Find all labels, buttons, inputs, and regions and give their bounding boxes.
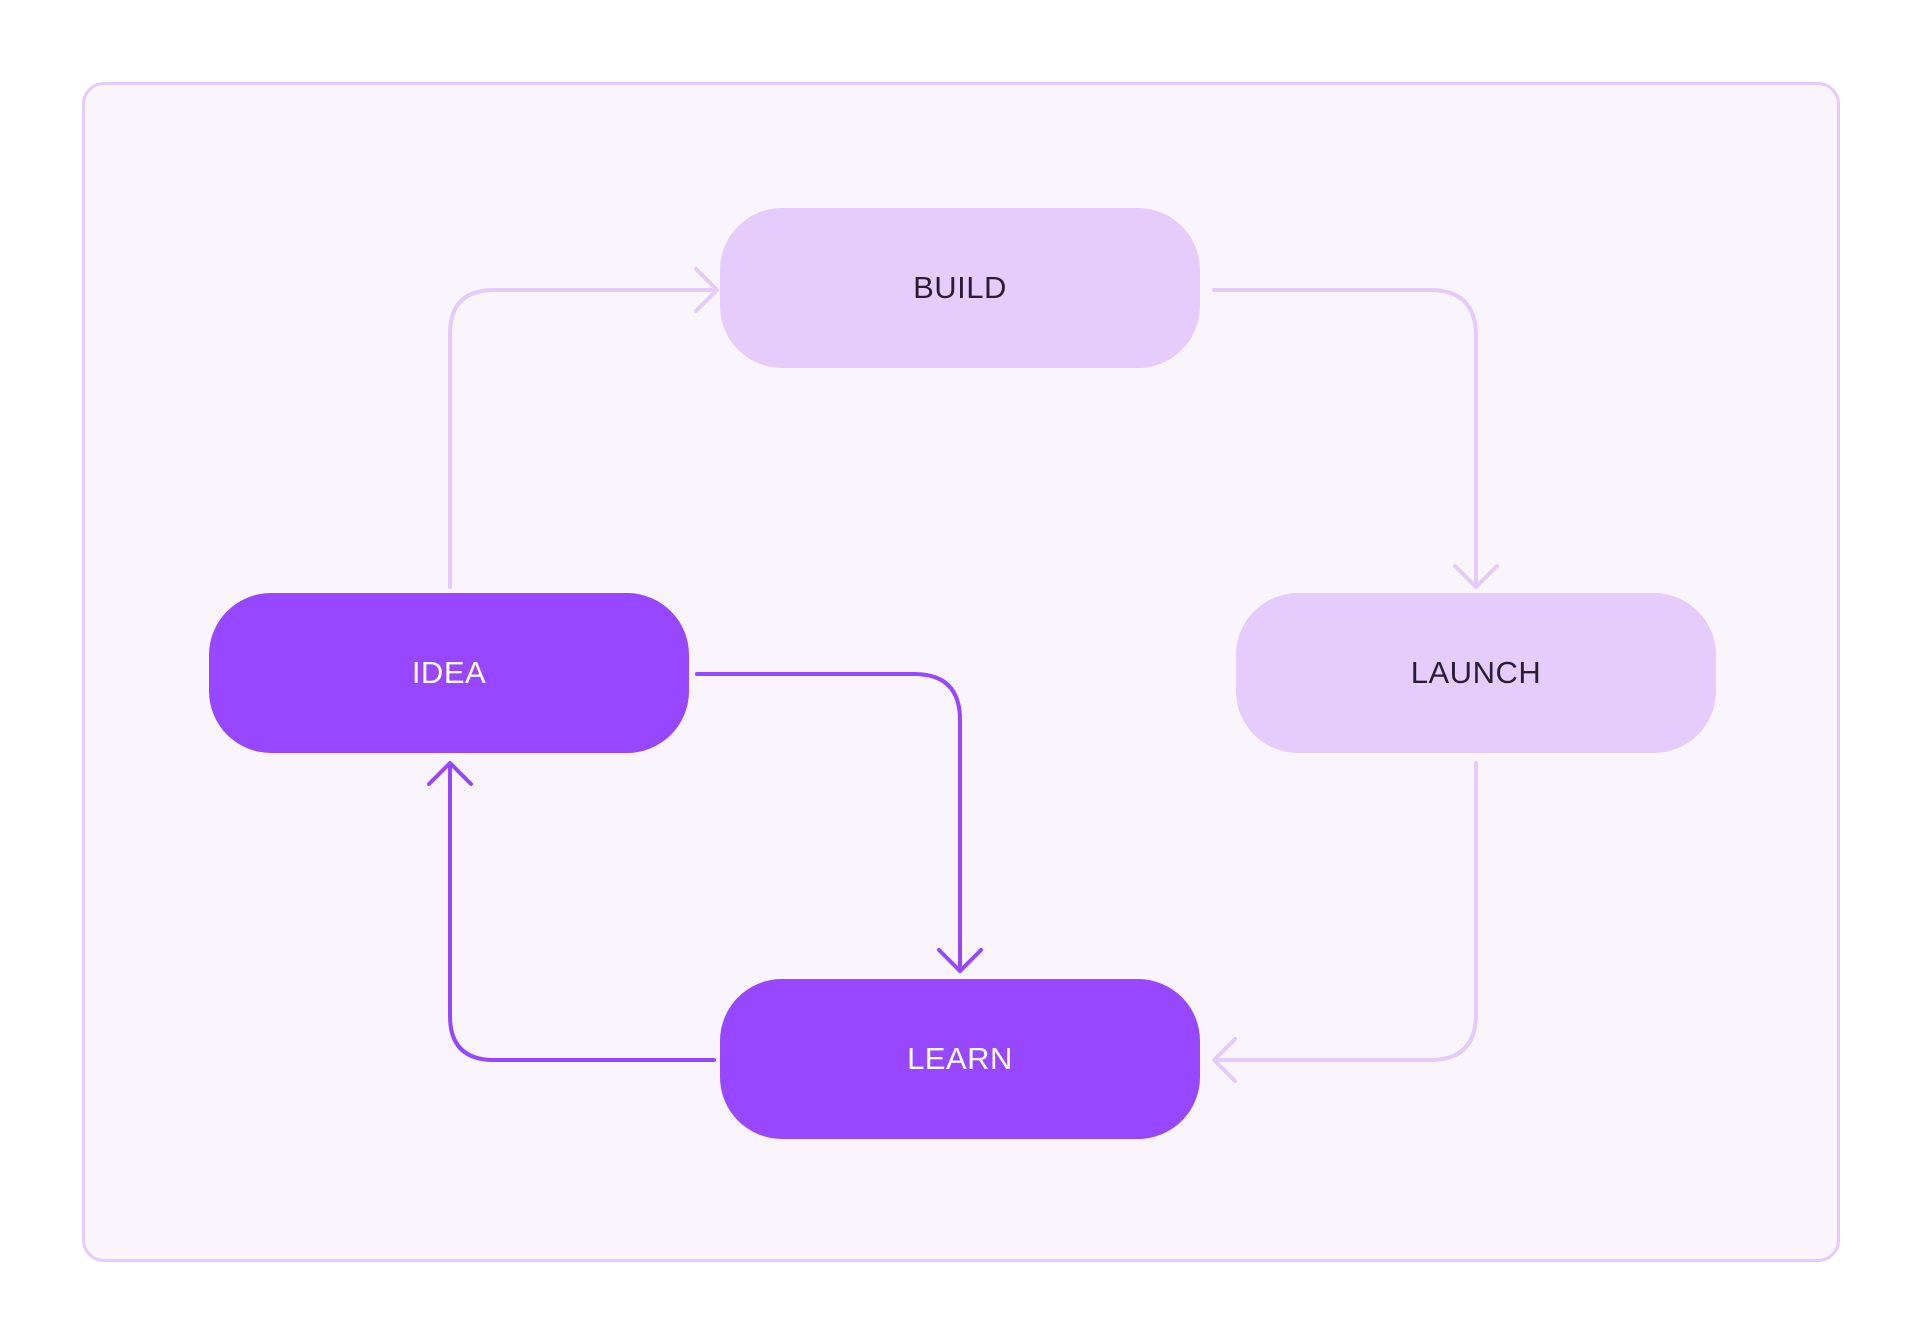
arrowhead-idea-icon [427,761,473,786]
node-launch-label: LAUNCH [1410,655,1542,690]
node-build-label: BUILD [913,270,1007,305]
node-idea[interactable]: IDEA [209,593,689,753]
node-learn-label: LEARN [907,1041,1013,1076]
arrowhead-learn-light-icon [1212,1037,1237,1083]
arrowhead-launch-icon [1453,564,1499,589]
node-learn[interactable]: LEARN [720,979,1200,1139]
node-idea-label: IDEA [411,655,487,690]
arrowhead-learn-dark-icon [937,948,983,973]
arrowhead-build-icon [694,267,719,313]
connector-idea-to-learn [695,672,962,973]
connector-build-to-launch [1212,288,1478,587]
connector-launch-to-learn [1214,761,1478,1062]
node-build[interactable]: BUILD [720,208,1200,368]
connector-idea-to-build [448,288,717,589]
node-launch[interactable]: LAUNCH [1236,593,1716,753]
connector-learn-to-idea [448,763,716,1062]
